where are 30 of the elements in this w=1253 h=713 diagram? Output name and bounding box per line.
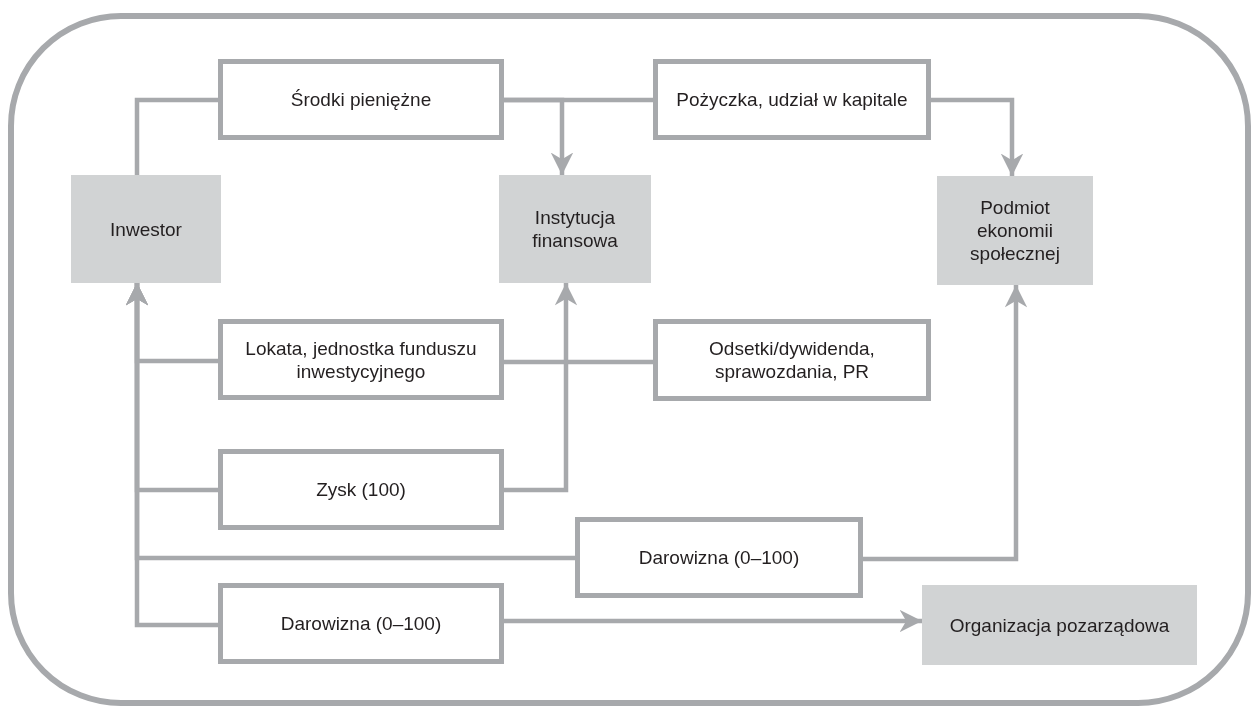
flow-label-box bbox=[653, 59, 931, 140]
node-label: Odsetki/dywidenda, sprawozdania, PR bbox=[708, 337, 876, 383]
entity-box bbox=[499, 175, 651, 283]
flow-label-box bbox=[218, 449, 504, 530]
flow-label-box bbox=[218, 319, 504, 400]
node-label: Pożyczka, udział w kapitale bbox=[676, 88, 908, 111]
node-label: Środki pieniężne bbox=[290, 88, 432, 111]
connector-line bbox=[504, 359, 653, 365]
arrow bbox=[931, 97, 1024, 176]
arrow bbox=[863, 285, 1028, 562]
flow-label-box bbox=[575, 517, 863, 598]
entity-box bbox=[937, 176, 1093, 285]
flow-label-box bbox=[218, 583, 504, 664]
node-label: Instytucja finansowa bbox=[531, 206, 619, 252]
flow-label-box bbox=[218, 59, 504, 140]
arrow bbox=[125, 283, 218, 628]
node-label: Inwestor bbox=[110, 217, 182, 241]
node-label: Organizacja pozarządowa bbox=[949, 613, 1170, 637]
node-label: Darowizna (0–100) bbox=[280, 612, 442, 635]
node-label: Zysk (100) bbox=[316, 478, 406, 501]
flow-label-box bbox=[653, 319, 931, 401]
connector-line bbox=[504, 97, 653, 103]
entity-box bbox=[922, 585, 1197, 665]
connector-line bbox=[134, 97, 218, 175]
arrow bbox=[504, 283, 578, 493]
node-label: Podmiot ekonomii społecznej bbox=[969, 196, 1061, 265]
entity-box bbox=[71, 175, 221, 283]
arrow bbox=[504, 609, 922, 633]
node-label: Darowizna (0–100) bbox=[638, 546, 800, 569]
node-label: Lokata, jednostka funduszu inwestycyjnego bbox=[244, 336, 478, 383]
